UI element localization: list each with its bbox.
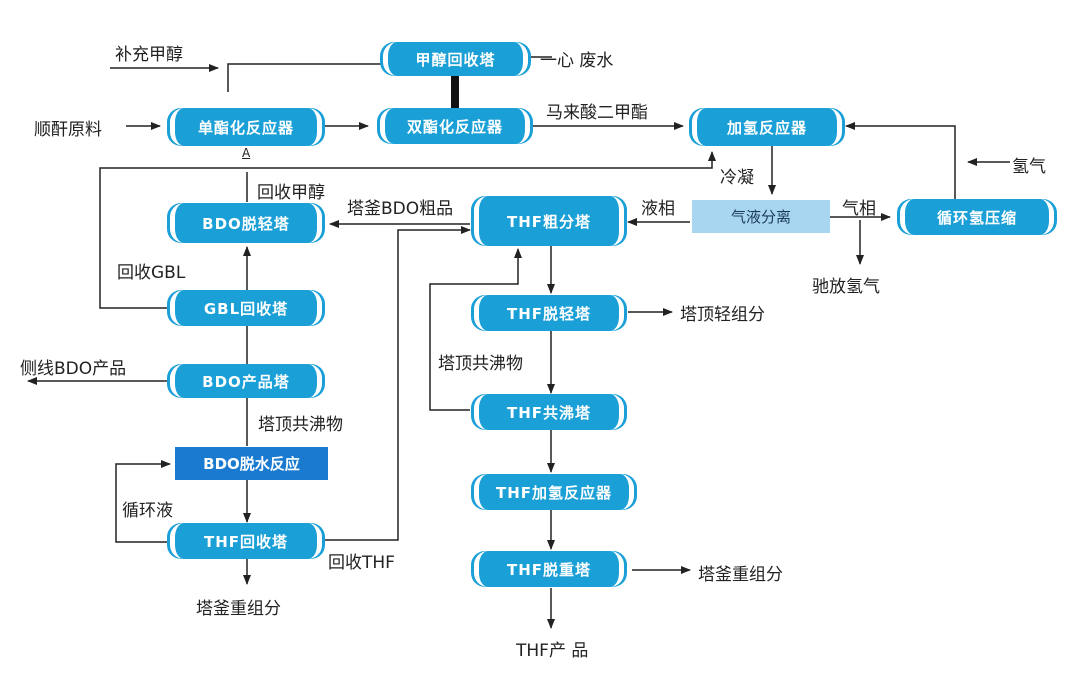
thf-light-tower[interactable]: THF脱轻塔 xyxy=(474,295,624,331)
arrow-azeo-recycle xyxy=(429,248,522,411)
label-recovered-methanol: 回收甲醇 xyxy=(257,183,325,203)
arrow-recycle-liquid xyxy=(115,460,171,543)
label-side-draw: 侧线BDO产品 xyxy=(20,359,127,379)
di-ester-reactor[interactable]: 双酯化反应器 xyxy=(380,108,530,144)
line-methanol-return xyxy=(227,63,383,92)
bdo-dehydration-reactor[interactable]: BDO脱水反应 xyxy=(175,447,328,480)
label-condense: 冷凝 xyxy=(720,168,754,188)
label-thf-product: THF产 品 xyxy=(516,641,589,661)
arrow-recovered-thf xyxy=(324,226,471,541)
bdo-light-tower[interactable]: BDO脱轻塔 xyxy=(170,203,322,243)
label-recovered-gbl: 回收GBL xyxy=(117,263,186,283)
thf-hydrogenation-reactor[interactable]: THF加氢反应器 xyxy=(474,474,634,510)
thf-azeotrope-tower[interactable]: THF共沸塔 xyxy=(474,394,624,430)
label-makeup-methanol: 补充甲醇 xyxy=(115,45,183,65)
label-recycle-liquid: 循环液 xyxy=(122,501,173,521)
label-crude-bdo: 塔釜BDO粗品 xyxy=(347,199,454,219)
label-liquid-phase: 液相 xyxy=(641,199,675,219)
mono-ester-reactor[interactable]: 单酯化反应器 xyxy=(170,108,322,146)
label-dimethyl-maleate: 马来酸二甲酯 xyxy=(546,103,648,123)
label-overhead-light: 塔顶轻组分 xyxy=(680,305,765,325)
label-overhead-azeotrope-right: 塔顶共沸物 xyxy=(438,354,523,374)
label-bottoms-heavy-left: 塔釜重组分 xyxy=(196,599,281,619)
thf-heavy-tower[interactable]: THF脱重塔 xyxy=(474,551,624,587)
label-bottoms-heavy-right: 塔釜重组分 xyxy=(698,565,783,585)
methanol-recovery-tower[interactable]: 甲醇回收塔 xyxy=(383,42,528,76)
thf-recovery-tower[interactable]: THF回收塔 xyxy=(170,523,322,559)
thf-crude-tower[interactable]: THF粗分塔 xyxy=(474,196,624,246)
label-purge-hydrogen: 驰放氢气 xyxy=(812,277,880,297)
bdo-product-tower[interactable]: BDO产品塔 xyxy=(170,364,322,398)
gas-liquid-separator[interactable]: 气液分离 xyxy=(692,200,830,233)
arrow-compressor-hydro xyxy=(845,122,956,200)
label-feed: 顺酐原料 xyxy=(34,120,102,140)
label-marker-a: A xyxy=(242,146,251,160)
connector-methanol-di xyxy=(451,75,459,108)
label-waste-water: 一心 废水 xyxy=(540,51,614,71)
hydrogen-compressor[interactable]: 循环氢压缩 xyxy=(900,199,1054,235)
arrow-gbl-recycle xyxy=(99,151,716,309)
label-hydrogen: 氢气 xyxy=(1012,157,1046,177)
hydrogenation-reactor[interactable]: 加氢反应器 xyxy=(692,108,842,146)
label-gas-phase: 气相 xyxy=(842,199,876,219)
gbl-recovery-tower[interactable]: GBL回收塔 xyxy=(170,290,322,326)
label-recovered-thf: 回收THF xyxy=(328,553,395,573)
label-overhead-azeotrope-left: 塔顶共沸物 xyxy=(258,415,343,435)
